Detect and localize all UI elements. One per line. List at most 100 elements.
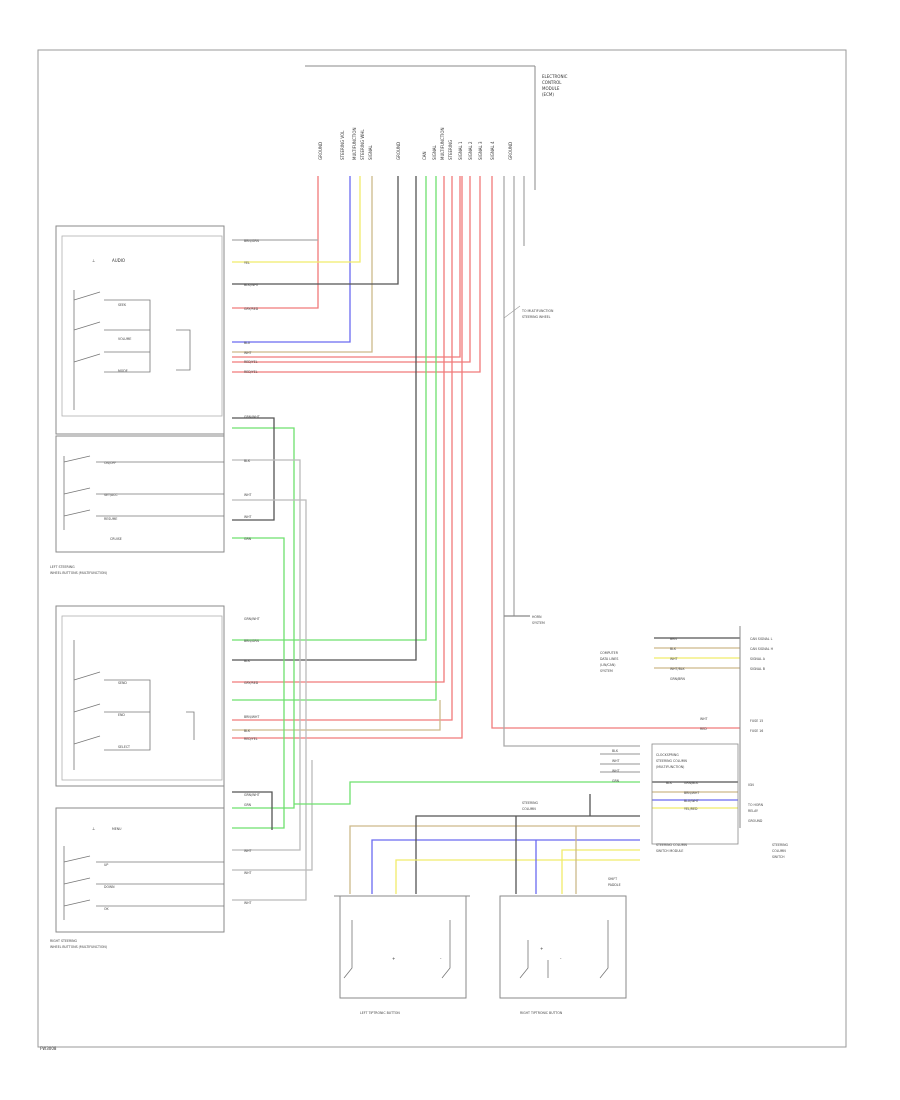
lower-pin-label: RELAY [748,809,758,813]
lower-left-label: BLK [612,749,619,753]
right-wire-label: WHT [244,871,252,875]
right-switch-label: END [118,713,125,717]
wire-red [232,176,461,358]
clockspring-right-caption: STEERING [772,843,789,847]
left-tiptronic-button: + - LEFT TIPTRONIC BUTTON [334,895,470,1015]
right-wire-label: GRY/RED [244,681,259,685]
wire-yellow [395,859,640,894]
ecm-title-1: ELECTRONIC [542,74,568,79]
ecm-module: ELECTRONIC CONTROL MODULE (ECM) GROUND S… [305,65,568,190]
wire-red [491,176,740,729]
clockspring-wire-label: BLK [670,647,677,651]
wire-dark [415,815,640,894]
page-id: FW3008 [40,1046,57,1051]
ecm-pin-label: SIGNAL 3 [478,141,483,160]
power-label: WHT [700,717,708,721]
left-wire-label: YEL [244,261,250,265]
right-wire-label: RED/YEL [244,737,258,741]
center-label: COLUMN [522,807,536,811]
tip-switch-label: + [540,946,543,951]
data-line-label: COMPUTER [600,651,619,655]
left-wire-label: GRN [244,537,252,541]
ecm-title-3: MODULE [542,86,560,91]
ecm-pin-label: MULTIFUNCTION [440,128,445,160]
right-wire-label: BRN/WHT [244,715,259,719]
ecm-pin-label: GROUND [508,142,513,160]
ecm-pin-label: SIGNAL [368,144,373,160]
right-wire-label: WHT [244,901,252,905]
left-wire-label: BLU [244,341,251,345]
right-switch-label: DOWN [104,885,115,889]
switch-icon [519,920,609,979]
clockspring-title: (MULTIFUNCTION) [656,765,684,769]
wire-tan [349,825,640,894]
left-wire-label: GRN/WHT [244,415,260,419]
clockspring-bottom-title: STEERING COLUMN [656,843,687,847]
power-pin: FUSE 15 [750,719,763,723]
clockspring-pin-label: CAN SIGNAL L [750,637,773,641]
wire-red [232,176,445,683]
right-switch-label: UP [104,863,108,867]
right-switch-label: SELECT [118,745,130,749]
center-label: STEERING [522,801,539,805]
ecm-pin-label: GROUND [396,142,401,160]
right-module-caption: WHEEL BUTTONS (MULTIFUNCTION) [50,945,107,949]
right-wire-label: BLK [244,729,251,733]
ecm-pin-label: STEERING VOL [340,130,345,160]
ecm-pin-label: SIGNAL 1 [458,141,463,160]
switch-icon [63,455,224,530]
left-wire-label: GRY/RED [244,307,259,311]
wire-yellow [561,849,640,894]
left-wire-label: RED/YEL [244,360,258,364]
right-tip-side-label: PADDLE [608,883,621,887]
wire-tan [232,700,441,731]
lower-right-label: GRN/BLK [684,781,699,785]
left-upper-title: AUDIO [112,258,125,263]
clockspring-wire-label: WHT [670,657,678,661]
lower-right-label: BRN/WHT [684,791,699,795]
horn-label: HORN [532,615,542,619]
lower-left-label: WHT [612,759,620,763]
connector-note: TO MULTIFUNCTION [521,309,554,313]
horn-label: SYSTEM [532,621,545,625]
clockspring-title: CLOCKSPRING [656,753,679,757]
ecm-pin-label: SIGNAL 2 [468,141,473,160]
ecm-pin-label: GROUND [318,142,323,160]
right-tip-caption: RIGHT TIPTRONIC BUTTON [520,1011,563,1015]
ecm-title-4: (ECM) [542,92,554,97]
wire-blue [371,839,640,894]
wire-green [232,176,427,641]
tip-switch-label: + [392,956,395,961]
left-switch-label: ON/OFF [104,461,116,465]
wire-gray [232,499,307,901]
wire-yellow [232,176,361,263]
right-upper-box [55,605,225,787]
left-wire-label: BRN/GRN [244,239,260,243]
wire-green [294,781,640,805]
right-tiptronic-button: + - SHIFT PADDLE RIGHT TIPTRONIC BUTTON [499,877,627,1015]
wire-dark [232,176,417,661]
right-wire-label: GRN/WHT [244,793,260,797]
tip-switch-label: - [560,956,562,961]
lower-pin-label: GROUND [748,819,763,823]
left-switch-label: RESUME [104,517,117,521]
right-switch-label: OK [104,907,110,911]
lower-right-label: BLK [666,781,673,785]
right-lower-title: MENU [112,827,122,831]
lower-right-label: YEL/RED [684,807,698,811]
left-wire-label: BLK/WHT [244,283,259,287]
lower-left-label: GRN [612,779,620,783]
wire-dark [232,791,273,830]
wire-gray [232,459,301,851]
left-switch-label: SET/ACC [104,493,118,497]
data-line-label: DATA LINES [600,657,618,661]
left-wire-label: WHT [244,515,252,519]
right-wire-label: GRN [244,803,252,807]
connector-note: STEERING WHEEL [522,315,551,319]
wire-gray [232,760,313,871]
wire-tan [232,176,373,353]
fuse-icon: ⊥ [92,826,96,831]
left-wire-label: RED/YEL [244,370,258,374]
wire-dark [232,176,399,285]
